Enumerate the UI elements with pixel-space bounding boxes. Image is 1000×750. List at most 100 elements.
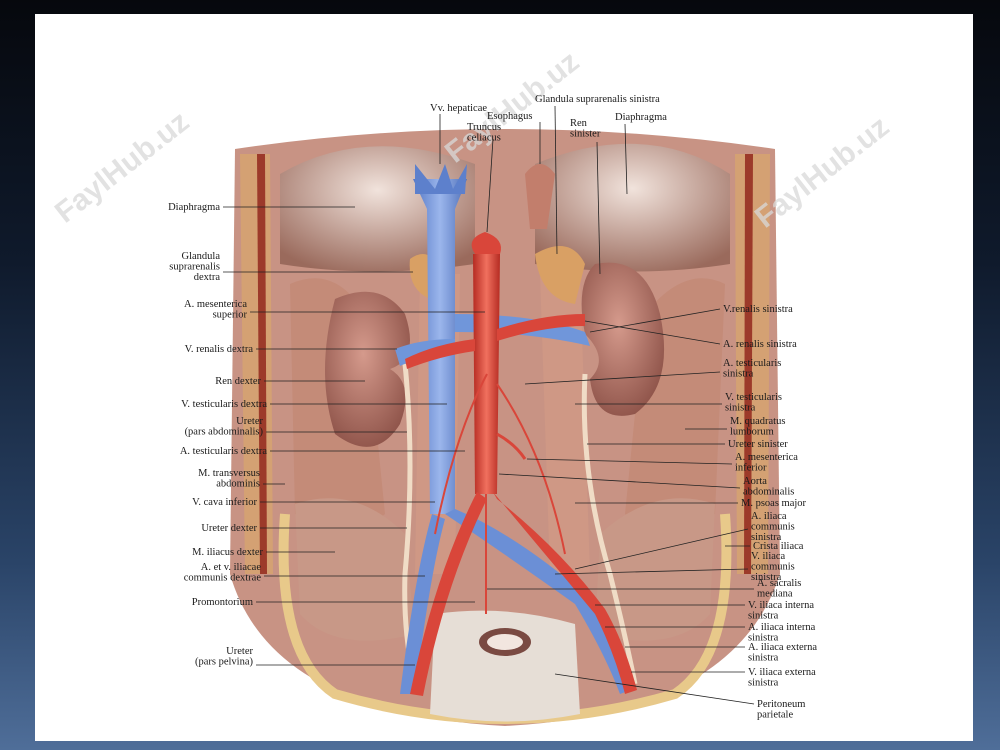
label-line: suprarenalis bbox=[169, 262, 220, 273]
label-line: A. testicularis bbox=[723, 358, 781, 369]
label-esophagus: Esophagus bbox=[487, 111, 533, 122]
label-line: Vv. hepaticae bbox=[430, 103, 487, 114]
label-line: sinistra bbox=[723, 369, 754, 380]
label-line: V. testicularis dextra bbox=[181, 399, 267, 410]
leader-v-renalis-sinistra bbox=[589, 308, 721, 333]
glandula-suprarenalis-sinistra bbox=[535, 246, 585, 304]
label-v-testicularis-dextra: V. testicularis dextra bbox=[181, 399, 267, 410]
label-line: Aorta bbox=[743, 476, 767, 487]
leader-glandula-suprarenalis-sinistra bbox=[554, 105, 558, 255]
label-vv-hepaticae: Vv. hepaticae bbox=[430, 103, 487, 114]
label-diaphragma-top: Diaphragma bbox=[615, 112, 667, 123]
abdominal-wall-right bbox=[735, 154, 770, 574]
label-line: Truncus bbox=[467, 122, 501, 133]
esophagus bbox=[525, 164, 555, 229]
label-line: M. quadratus bbox=[730, 416, 785, 427]
label-diaphragma-left: Diaphragma bbox=[168, 202, 220, 213]
label-line: V. renalis dextra bbox=[185, 344, 254, 355]
label-line: V. testicularis bbox=[725, 392, 782, 403]
label-v-renalis-dextra: V. renalis dextra bbox=[185, 344, 254, 355]
leader-truncus-celiacus bbox=[486, 138, 494, 233]
a-renalis-dextra bbox=[405, 339, 475, 369]
label-line: Ureter dexter bbox=[201, 523, 257, 534]
label-line: Ureter bbox=[236, 416, 263, 427]
label-line: A. iliaca externa bbox=[748, 642, 817, 653]
abdominal-wall-left bbox=[240, 154, 273, 574]
label-ureter-dexter: Ureter dexter bbox=[201, 523, 257, 534]
arterial-system bbox=[405, 232, 637, 696]
label-line: mediana bbox=[757, 589, 793, 600]
ren-sinister bbox=[581, 262, 665, 416]
label-line: A. et v. iliacae bbox=[201, 562, 262, 573]
label-line: sinistra bbox=[725, 403, 756, 414]
leader-diaphragma-top bbox=[624, 123, 628, 195]
leader-ren-sinister bbox=[596, 141, 601, 275]
label-line: Promontorium bbox=[192, 597, 253, 608]
label-a-testicularis-dextra: A. testicularis dextra bbox=[180, 446, 268, 457]
label-line: inferior bbox=[735, 463, 767, 474]
label-ureter-pars-pelvina: Ureter(pars pelvina) bbox=[195, 646, 254, 668]
label-a-renalis-sinistra: A. renalis sinistra bbox=[723, 339, 797, 350]
label-crista-iliaca: Crista iliaca bbox=[753, 541, 804, 552]
anatomy-illustration: FaylHub.uz FaylHub.uz FaylHub.uz Vv. hep… bbox=[49, 45, 895, 726]
label-v-cava-inferior: V. cava inferior bbox=[192, 497, 257, 508]
label-ureter-pars-abdominalis: Ureter(pars abdominalis) bbox=[185, 416, 264, 438]
pelvic-floor bbox=[430, 610, 580, 722]
label-line: (pars abdominalis) bbox=[185, 427, 264, 438]
truncus-celiacus bbox=[471, 232, 501, 254]
label-line: sinistra bbox=[748, 633, 779, 644]
label-line: sinistra bbox=[751, 532, 782, 543]
leader-peritoneum-parietale bbox=[554, 673, 755, 705]
label-line: A. iliaca interna bbox=[748, 622, 816, 633]
label-line: communis bbox=[751, 562, 795, 573]
a-testicularis-sinistra bbox=[496, 383, 566, 555]
leader-a-renalis-sinistra bbox=[584, 320, 721, 345]
a-renalis-sinistra bbox=[497, 314, 585, 341]
label-line: A. iliaca bbox=[751, 511, 787, 522]
label-line: Esophagus bbox=[487, 111, 533, 122]
label-line: Glandula bbox=[182, 251, 221, 262]
label-line: V.renalis sinistra bbox=[723, 304, 793, 315]
label-line: M. psoas major bbox=[741, 498, 807, 509]
label-line: lumborum bbox=[730, 427, 774, 438]
label-line: communis bbox=[751, 522, 795, 533]
label-line: Ureter sinister bbox=[728, 439, 788, 450]
label-ureter-sinister: Ureter sinister bbox=[728, 439, 788, 450]
label-line: sinister bbox=[570, 129, 601, 140]
label-line: (pars pelvina) bbox=[195, 657, 254, 668]
label-line: A. mesenterica bbox=[184, 299, 247, 310]
label-promontorium: Promontorium bbox=[192, 597, 253, 608]
label-line: Diaphragma bbox=[615, 112, 667, 123]
label-line: V. cava inferior bbox=[192, 497, 257, 508]
slide: FaylHub.uz FaylHub.uz FaylHub.uz Vv. hep… bbox=[35, 14, 973, 741]
a-iliaca-communis-dextra bbox=[410, 492, 487, 696]
label-line: celiacus bbox=[467, 133, 501, 144]
label-line: M. iliacus dexter bbox=[192, 547, 263, 558]
label-line: abdominis bbox=[216, 479, 260, 490]
label-line: Ureter bbox=[226, 646, 253, 657]
a-iliaca-communis-sinistra bbox=[493, 492, 637, 694]
label-line: dextra bbox=[194, 272, 221, 283]
label-v-renalis-sinistra: V.renalis sinistra bbox=[723, 304, 793, 315]
label-line: communis dextrae bbox=[184, 573, 262, 584]
label-line: V. iliaca externa bbox=[748, 667, 816, 678]
label-m-iliacus-dexter: M. iliacus dexter bbox=[192, 547, 263, 558]
label-glandula-suprarenalis-sinistra: Glandula suprarenalis sinistra bbox=[535, 94, 660, 105]
label-line: M. transversus bbox=[198, 468, 260, 479]
label-line: abdominalis bbox=[743, 487, 794, 498]
label-line: sinistra bbox=[751, 572, 782, 583]
leader-aorta-abdominalis bbox=[498, 473, 741, 489]
leader-a-iliaca-communis-sinistra bbox=[574, 528, 749, 570]
